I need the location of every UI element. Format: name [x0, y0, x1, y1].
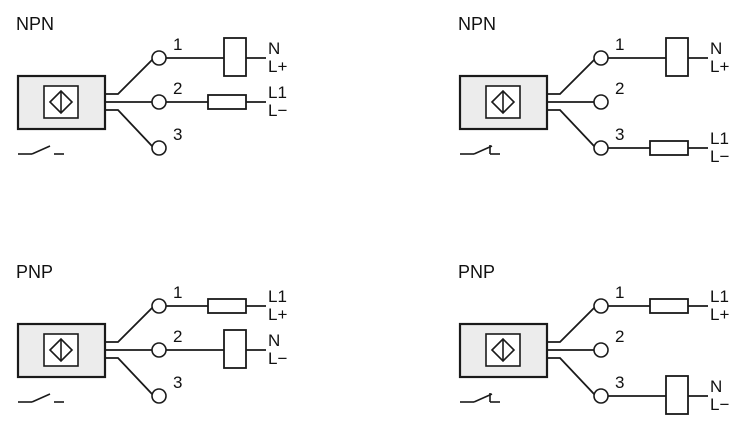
supply-label-bottom: L+	[268, 305, 287, 324]
supply-label-bottom: L−	[710, 147, 729, 166]
terminal-number: 1	[615, 35, 624, 54]
load-resistor	[207, 298, 247, 314]
relay-coil	[665, 37, 689, 77]
supply-label-bottom: L−	[268, 101, 287, 120]
wire-3	[547, 109, 595, 147]
circuit-title: NPN	[458, 14, 496, 34]
terminal-number: 2	[173, 79, 182, 98]
load-resistor	[649, 140, 689, 156]
switch-blade-line	[473, 145, 493, 155]
terminal-3	[593, 140, 609, 156]
terminal-1	[151, 50, 167, 66]
terminal-3	[593, 388, 609, 404]
supply-label-top: L1	[710, 287, 729, 306]
terminal-number: 3	[173, 373, 182, 392]
supply-label-top: N	[268, 39, 280, 58]
supply-label-bottom: L+	[268, 57, 287, 76]
supply-label-top: L1	[268, 287, 287, 306]
relay-coil	[223, 37, 247, 77]
circuit-title: PNP	[16, 262, 53, 282]
terminal-number: 1	[615, 283, 624, 302]
sensor-diamond-icon	[48, 89, 74, 115]
terminal-1	[151, 298, 167, 314]
terminal-3	[151, 140, 167, 156]
circuit-title: PNP	[458, 262, 495, 282]
terminal-number: 1	[173, 283, 182, 302]
relay-coil	[665, 375, 689, 415]
relay-coil	[223, 329, 247, 369]
sensor-diamond-icon	[490, 337, 516, 363]
sensor-body	[458, 74, 549, 131]
wire-1	[105, 307, 153, 343]
circuit-2: NPN 1 NL+ 2 3 L1L−	[458, 14, 729, 166]
terminal-2	[593, 342, 609, 358]
terminal-2	[151, 94, 167, 110]
wire-3	[105, 109, 153, 147]
terminal-number: 2	[173, 327, 182, 346]
switch-blade-line	[31, 145, 51, 155]
load-resistor	[207, 94, 247, 110]
supply-label-top: N	[710, 377, 722, 396]
circuit-3: PNP 1 L1L+ 2 NL− 3	[16, 262, 287, 404]
supply-label-bottom: L−	[268, 349, 287, 368]
terminal-1	[593, 50, 609, 66]
switch-blade-line	[473, 393, 493, 403]
terminal-number: 2	[615, 79, 624, 98]
circuit-4: PNP 1 L1L+ 2 3 NL−	[458, 262, 729, 415]
sensor-diamond-icon	[490, 89, 516, 115]
supply-label-top: N	[268, 331, 280, 350]
switch-blade-line	[31, 393, 51, 403]
terminal-number: 3	[173, 125, 182, 144]
wire-1	[105, 59, 153, 95]
terminal-2	[593, 94, 609, 110]
terminal-2	[151, 342, 167, 358]
terminal-number: 3	[615, 125, 624, 144]
load-resistor	[649, 298, 689, 314]
terminal-3	[151, 388, 167, 404]
supply-label-bottom: L−	[710, 395, 729, 414]
supply-label-top: L1	[710, 129, 729, 148]
supply-label-top: L1	[268, 83, 287, 102]
terminal-number: 3	[615, 373, 624, 392]
supply-label-bottom: L+	[710, 305, 729, 324]
terminal-number: 2	[615, 327, 624, 346]
terminal-1	[593, 298, 609, 314]
wire-3	[105, 357, 153, 395]
supply-label-bottom: L+	[710, 57, 729, 76]
wire-3	[547, 357, 595, 395]
circuit-1: NPN 1 NL+ 2 L1L− 3	[16, 14, 287, 156]
wire-1	[547, 59, 595, 95]
wire-1	[547, 307, 595, 343]
circuit-title: NPN	[16, 14, 54, 34]
terminal-number: 1	[173, 35, 182, 54]
supply-label-top: N	[710, 39, 722, 58]
sensor-diamond-icon	[48, 337, 74, 363]
